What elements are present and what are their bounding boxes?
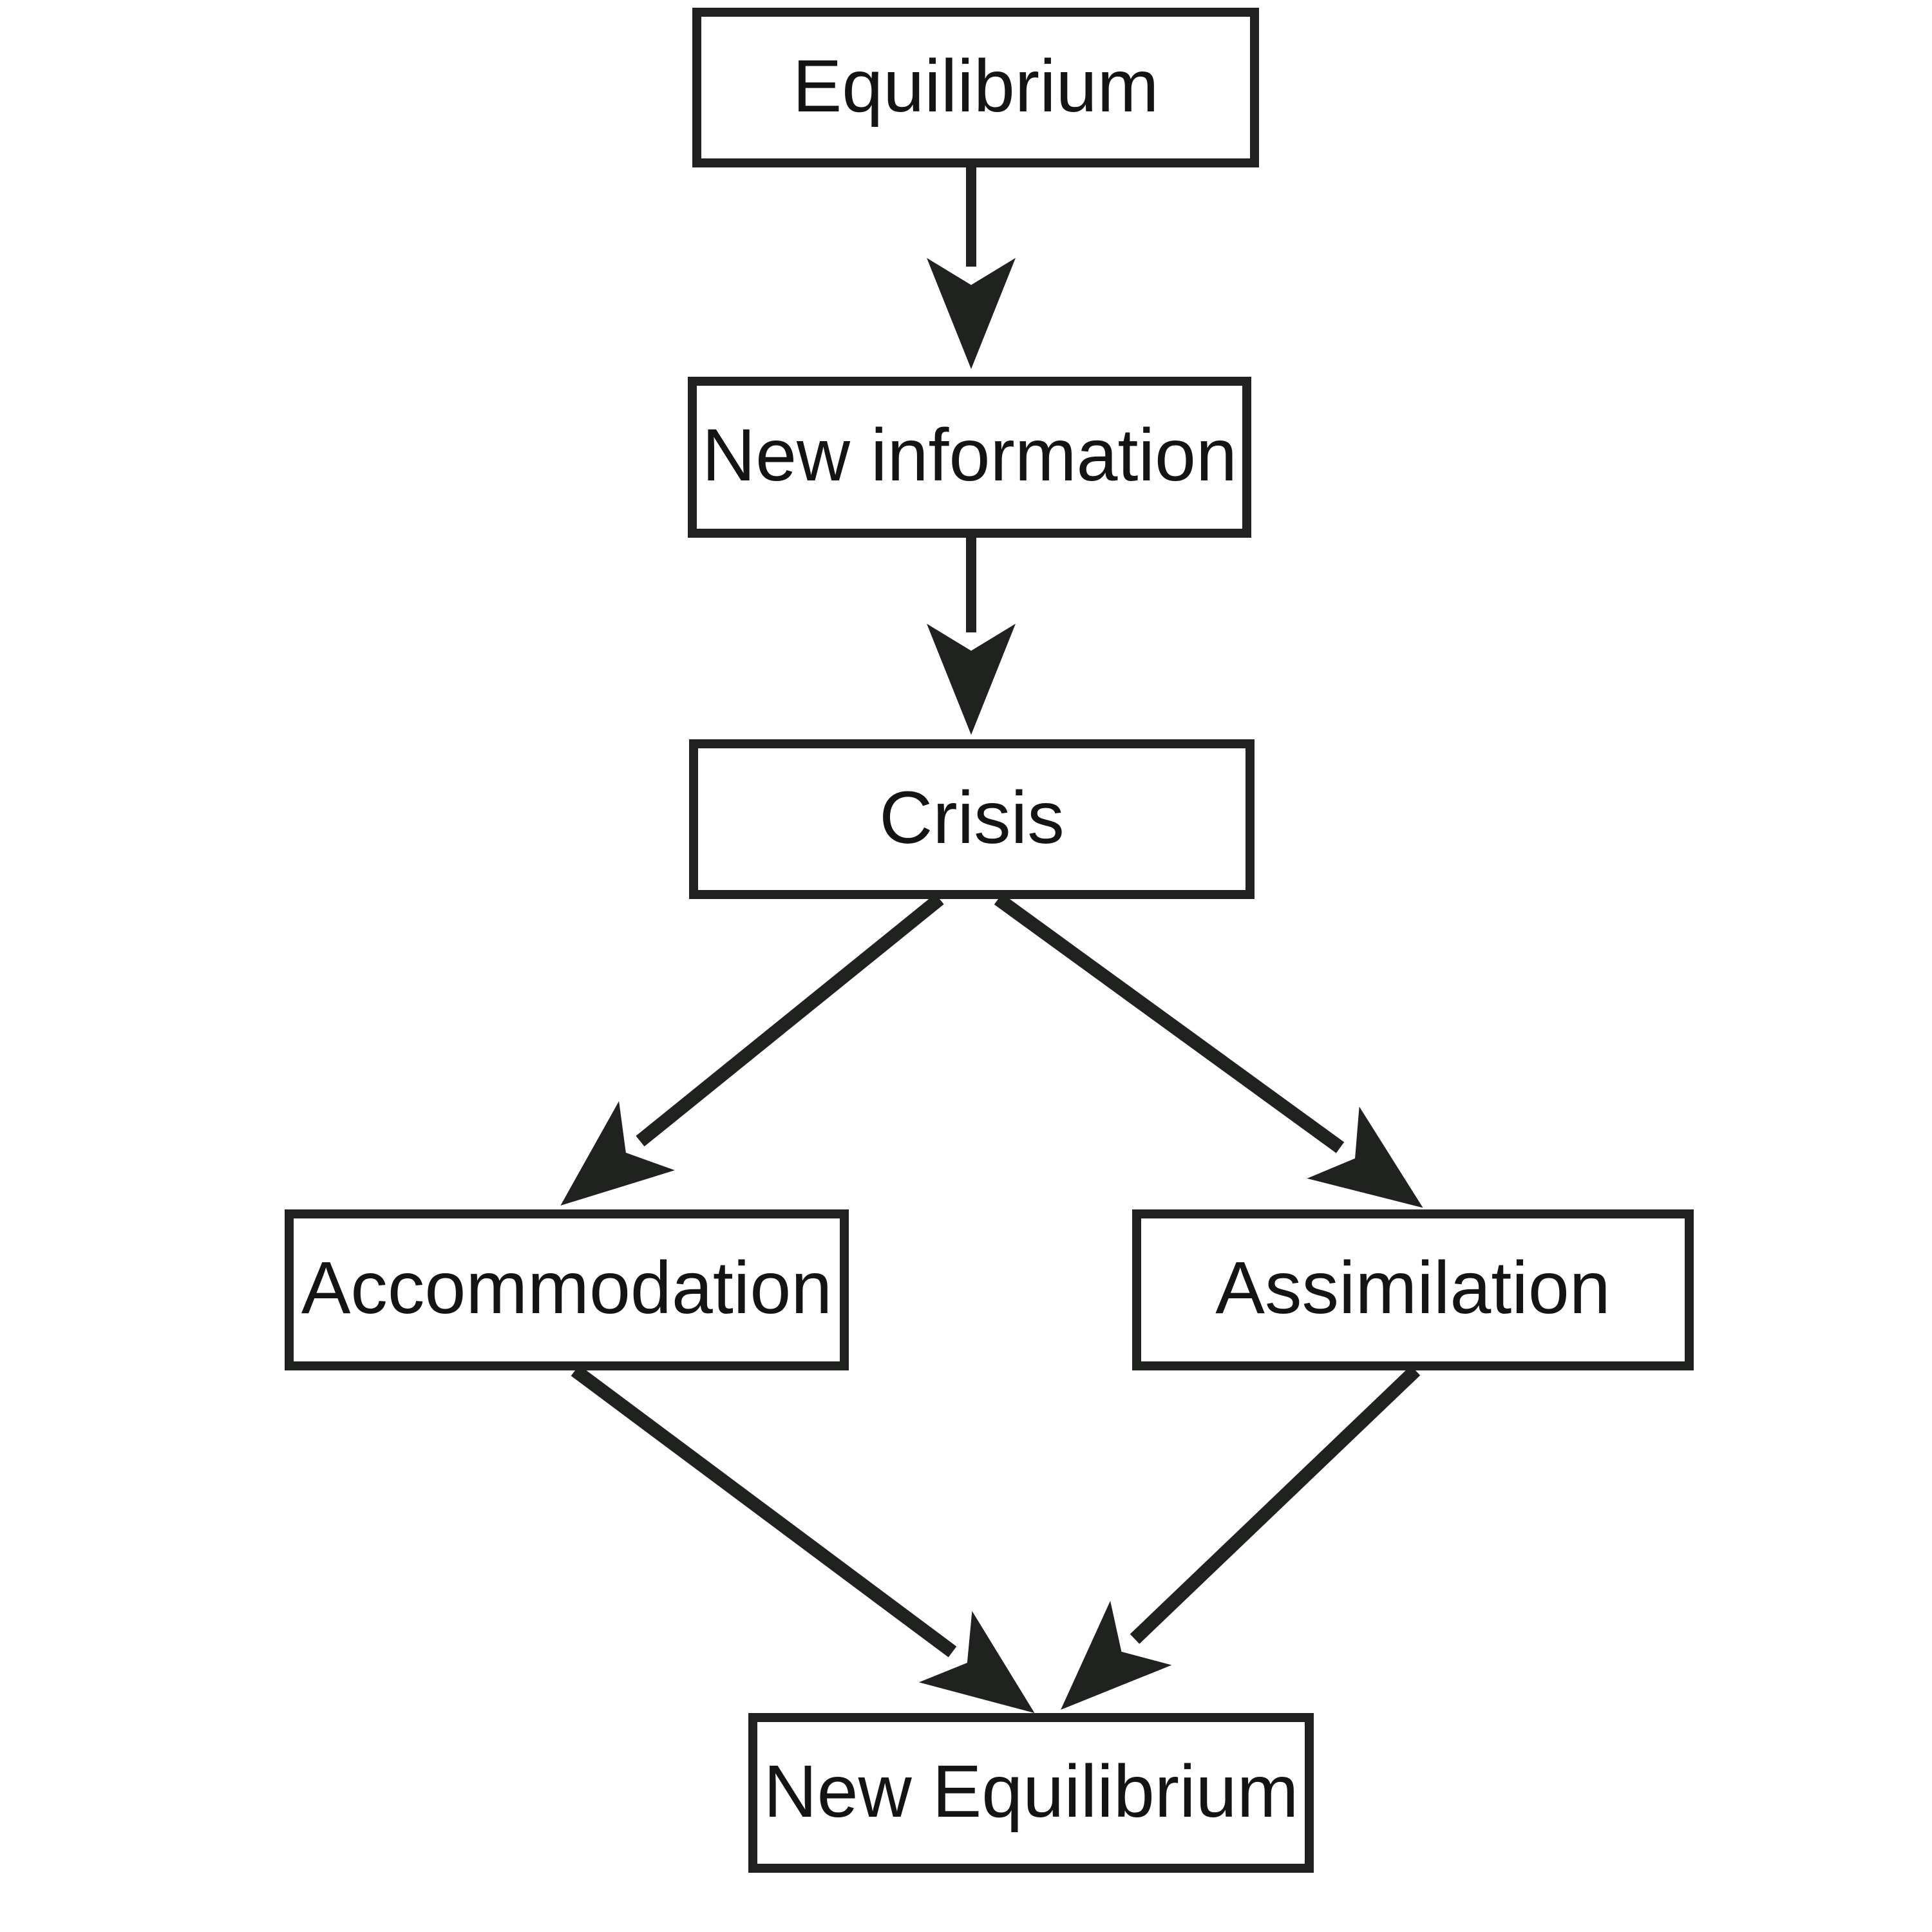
arrow-crisis-to-assimilation [994, 893, 1423, 1208]
node-equilibrium: Equilibrium [692, 8, 1259, 167]
arrow-crisis-to-accommodation [560, 893, 944, 1206]
arrow-assimilation-to-new-equilibrium [1061, 1365, 1421, 1710]
node-assimilation: Assimilation [1132, 1209, 1694, 1370]
node-new-equilibrium-label: New Equilibrium [763, 1750, 1299, 1833]
node-accommodation: Accommodation [285, 1209, 849, 1370]
node-crisis-label: Crisis [879, 777, 1065, 859]
node-new-information-label: New information [702, 414, 1237, 497]
node-accommodation-label: Accommodation [301, 1247, 833, 1329]
node-assimilation-label: Assimilation [1215, 1247, 1611, 1329]
node-new-equilibrium: New Equilibrium [748, 1713, 1314, 1873]
node-new-information: New information [688, 377, 1251, 538]
node-crisis: Crisis [689, 739, 1255, 899]
node-equilibrium-label: Equilibrium [792, 45, 1159, 128]
arrow-accommodation-to-new-equilibrium [571, 1365, 1035, 1714]
